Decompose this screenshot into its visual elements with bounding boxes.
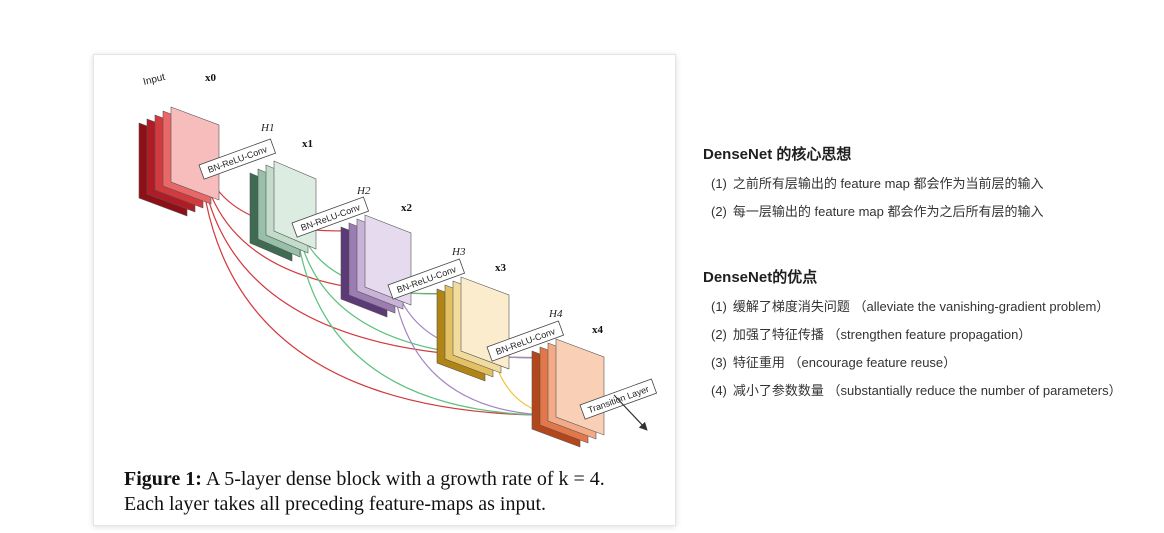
layer-block-3 — [436, 276, 510, 382]
x-label-2: x2 — [401, 202, 413, 214]
x-label-4: x4 — [592, 324, 604, 336]
adv-item-4-num: (4) — [711, 383, 727, 398]
layer-block-1 — [249, 160, 317, 262]
figure-caption: Figure 1: A 5-layer dense block with a g… — [124, 467, 644, 517]
caption-label: Figure 1: — [124, 468, 202, 490]
adv-item-3-text: 特征重用 （encourage feature reuse） — [732, 355, 957, 370]
adv-item-4-text: 减小了参数数量 （substantially reduce the number… — [732, 383, 1122, 398]
advantages-title: DenseNet的优点 — [703, 269, 818, 286]
dense-block-diagram: BN-ReLU-ConvBN-ReLU-ConvBN-ReLU-ConvBN-R… — [138, 72, 658, 448]
core-item-2-num: (2) — [711, 204, 727, 219]
layer-block-4 — [531, 338, 605, 448]
adv-item-1: (1) 缓解了梯度消失问题 （alleviate the vanishing-gr… — [711, 296, 1109, 315]
adv-item-2-text: 加强了特征传播 （strengthen feature propagation） — [732, 327, 1032, 342]
adv-item-1-text: 缓解了梯度消失问题 （alleviate the vanishing-gradi… — [732, 299, 1110, 314]
core-item-1: (1) 之前所有层输出的 feature map 都会作为当前层的输入 — [711, 173, 1044, 192]
adv-item-2: (2) 加强了特征传播 （strengthen feature propagati… — [711, 324, 1031, 343]
h-label-4: H4 — [548, 308, 563, 320]
transition-arrow — [613, 394, 648, 431]
x-label-0: x0 — [205, 72, 217, 84]
connection-curve-1-4 — [293, 200, 582, 417]
adv-item-3-num: (3) — [711, 355, 727, 370]
input-label: Input — [142, 72, 166, 88]
caption-text: A 5-layer dense block with a growth rate… — [205, 468, 605, 490]
x-label-1: x1 — [302, 138, 313, 150]
connection-curve-0-4 — [198, 140, 582, 416]
h-label-3: H3 — [451, 246, 466, 258]
layer-block-0 — [138, 106, 220, 217]
core-item-1-num: (1) — [711, 176, 727, 191]
caption-line2: Each layer takes all preceding feature-m… — [124, 493, 547, 515]
layer-block-2 — [340, 214, 412, 318]
adv-item-3: (3) 特征重用 （encourage feature reuse） — [711, 352, 956, 371]
core-ideas-title: DenseNet 的核心思想 — [703, 146, 852, 163]
core-item-1-text: 之前所有层输出的 feature map 都会作为当前层的输入 — [732, 176, 1044, 191]
h-label-1: H1 — [260, 122, 274, 134]
core-item-2: (2) 每一层输出的 feature map 都会作为之后所有层的输入 — [711, 201, 1044, 220]
adv-item-1-num: (1) — [711, 299, 727, 314]
adv-item-4: (4) 减小了参数数量 （substantially reduce the num… — [711, 380, 1122, 399]
conv-box-h4: BN-ReLU-Conv — [486, 320, 565, 362]
h-label-2: H2 — [356, 185, 371, 197]
x-label-3: x3 — [495, 262, 507, 274]
core-item-2-text: 每一层输出的 feature map 都会作为之后所有层的输入 — [732, 204, 1044, 219]
adv-item-2-num: (2) — [711, 327, 727, 342]
